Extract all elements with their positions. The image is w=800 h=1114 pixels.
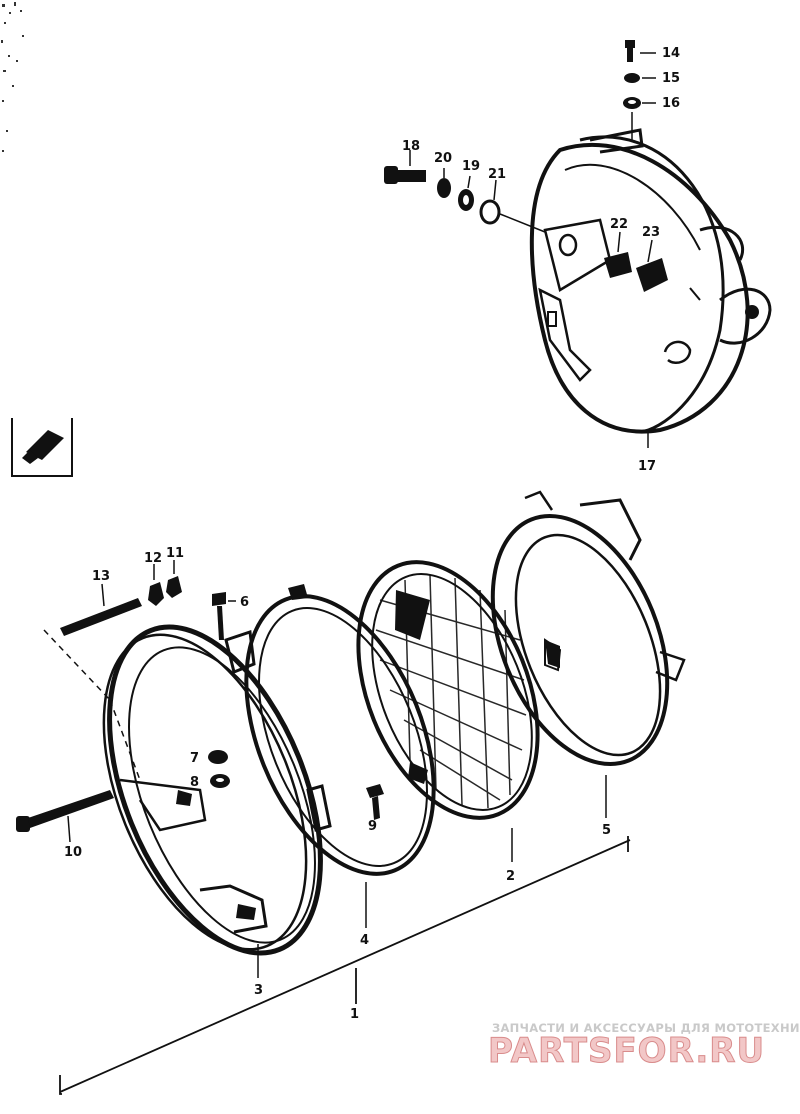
label-part-1: 1 [350,1007,359,1022]
label-part-8: 8 [190,775,199,790]
label-part-6: 6 [240,595,249,610]
sealed-beam-unit [356,560,560,862]
watermark-tagline: ЗАПЧАСТИ И АКСЕССУАРЫ ДЛЯ МОТОТЕХНИКИ [492,1021,800,1035]
mount-bolt-14 [625,40,656,62]
label-part-2: 2 [506,869,515,884]
front-direction-marker [11,418,73,477]
screw-9 [366,784,384,820]
label-part-21: 21 [488,167,506,182]
label-part-15: 15 [662,71,680,86]
label-part-11: 11 [166,546,184,561]
label-part-5: 5 [602,823,611,838]
screw-6 [212,592,236,640]
nut-7 [208,750,228,764]
screw-13 [60,583,142,636]
label-part-9: 9 [368,819,377,834]
nut-11 [166,560,182,598]
headlight-housing [529,128,772,448]
label-part-12: 12 [144,551,162,566]
side-bolt-18 [384,150,426,184]
label-part-16: 16 [662,96,680,111]
label-part-3: 3 [254,983,263,998]
label-part-14: 14 [662,46,680,61]
watermark: ЗАПЧАСТИ И АКСЕССУАРЫ ДЛЯ МОТОТЕХНИКИ PA… [488,1021,800,1072]
label-part-23: 23 [642,225,660,240]
scan-noise [1,2,24,152]
label-part-20: 20 [434,151,452,166]
washer-20 [437,168,451,198]
label-part-13: 13 [92,569,110,584]
washer-16 [623,97,656,140]
nut-12 [148,564,164,606]
guide-lines [43,629,141,781]
label-part-7: 7 [190,751,199,766]
rim-seal-ring [244,584,436,928]
assembly-bracket [59,836,631,1095]
washer-15 [624,73,656,83]
label-part-17: 17 [638,459,656,474]
part-labels: 14 15 16 18 20 19 21 22 23 17 13 12 11 6… [64,46,680,1022]
label-part-4: 4 [360,933,369,948]
headlight-rim [102,624,323,978]
label-part-18: 18 [402,139,420,154]
mounting-ring-case [490,490,686,818]
watermark-brand: PARTSFOR.RU [488,1031,765,1071]
bolt-10 [16,790,114,843]
label-part-22: 22 [610,217,628,232]
collar-21 [479,179,546,233]
label-part-10: 10 [64,845,82,860]
washer-19 [458,175,474,211]
label-part-19: 19 [462,159,480,174]
washer-8 [210,774,230,788]
